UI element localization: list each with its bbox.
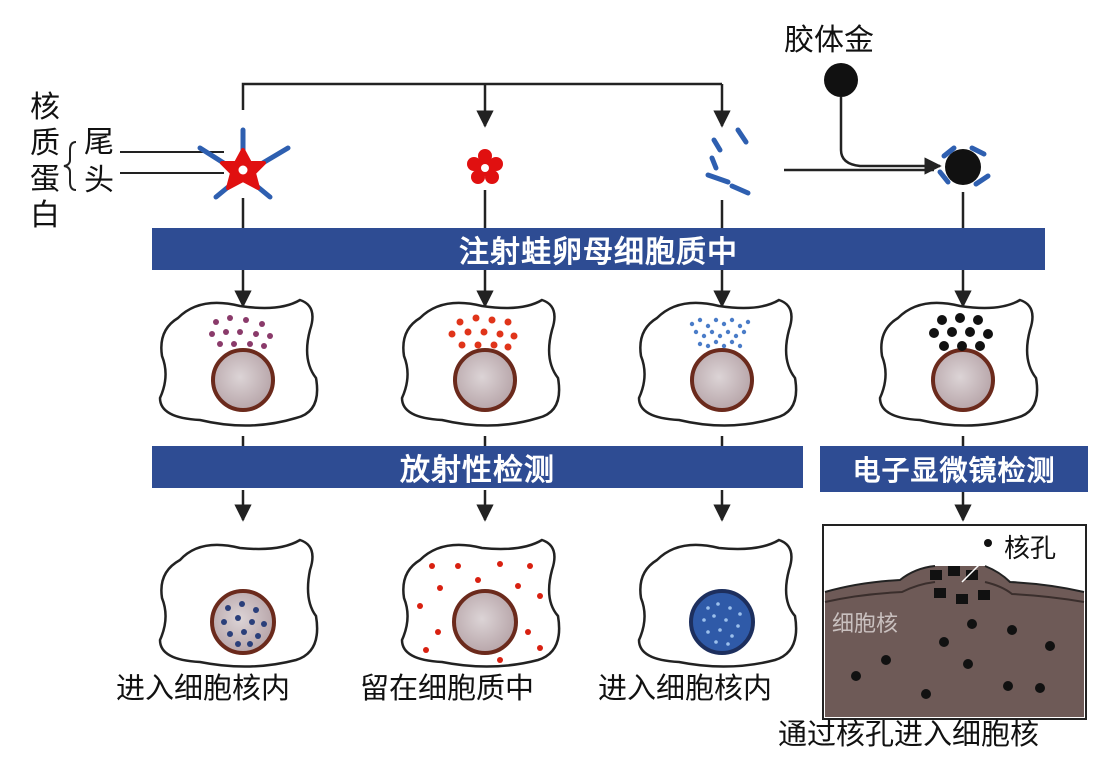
nucleoplasmin-char-1: 核 <box>30 90 60 125</box>
nuclear-pore-label: 核孔 <box>1004 534 1057 564</box>
radioactivity-band-text: 放射性检测 <box>400 453 555 488</box>
nucleoplasmin-full <box>197 127 291 200</box>
nucleoplasmin-char-4: 白 <box>30 198 60 233</box>
em-band: 电子显微镜检测 <box>820 446 1088 492</box>
colloidal-gold <box>784 63 942 175</box>
tail-label: 尾 <box>84 125 114 160</box>
radioactivity-band: 放射性检测 <box>152 446 803 488</box>
nucleus-label: 细胞核 <box>832 612 899 637</box>
cell-row3-1 <box>158 538 319 668</box>
result-label-1: 进入细胞核内 <box>116 671 291 705</box>
branch-lines <box>241 82 731 128</box>
head-label: 头 <box>84 163 114 198</box>
nucleoplasmin-head <box>467 149 503 184</box>
nucleoplasmin-label: 核 质 蛋 白 <box>28 90 62 234</box>
result-label-2: 留在细胞质中 <box>360 671 535 705</box>
arrows-row2 <box>234 436 972 522</box>
cell-row3-3 <box>637 538 798 668</box>
electron-micrograph <box>822 524 1087 720</box>
nucleoplasmin-char-2: 质 <box>30 126 60 161</box>
colloidal-gold-label: 胶体金 <box>784 23 874 58</box>
cell-row3-2 <box>400 538 561 668</box>
inject-band-text: 注射蛙卵母细胞质中 <box>459 235 738 270</box>
nucleoplasmin-char-3: 蛋 <box>30 162 60 197</box>
cell-row2-4 <box>878 298 1039 427</box>
em-band-text: 电子显微镜检测 <box>852 454 1056 487</box>
gold-complex <box>937 145 991 187</box>
result-label-4: 通过核孔进入细胞核 <box>778 717 1040 751</box>
cell-row2-3 <box>637 298 798 427</box>
nucleoplasmin-tails <box>705 127 751 196</box>
cell-row2-2 <box>400 298 561 427</box>
arrows-row1 <box>234 190 972 308</box>
cell-row2-1 <box>158 298 319 427</box>
result-label-3: 进入细胞核内 <box>598 671 773 705</box>
inject-band: 注射蛙卵母细胞质中 <box>152 228 1045 270</box>
